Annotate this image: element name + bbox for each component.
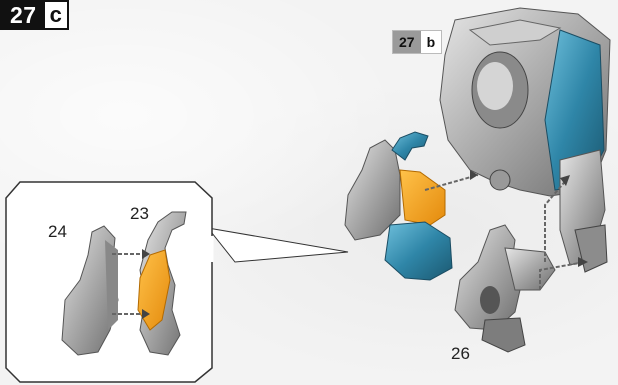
step-number: 27 — [0, 0, 43, 30]
part-label-24: 24 — [48, 222, 67, 241]
step-letter: c — [42, 0, 69, 30]
part-23 — [137, 211, 187, 356]
part-label-23: 23 — [130, 204, 149, 223]
main-body-assembly — [439, 7, 611, 273]
part-label-26: 26 — [451, 344, 470, 363]
step-badge-main: 27 c — [0, 0, 69, 30]
sub-step-number: 27 — [393, 31, 421, 53]
step-badge-sub: 27 b — [393, 31, 442, 53]
part-24 — [61, 225, 119, 356]
assembly-arrows — [424, 174, 586, 290]
part-26 — [454, 224, 556, 353]
sub-step-letter: b — [420, 31, 442, 53]
middle-part-assembly — [344, 131, 453, 281]
